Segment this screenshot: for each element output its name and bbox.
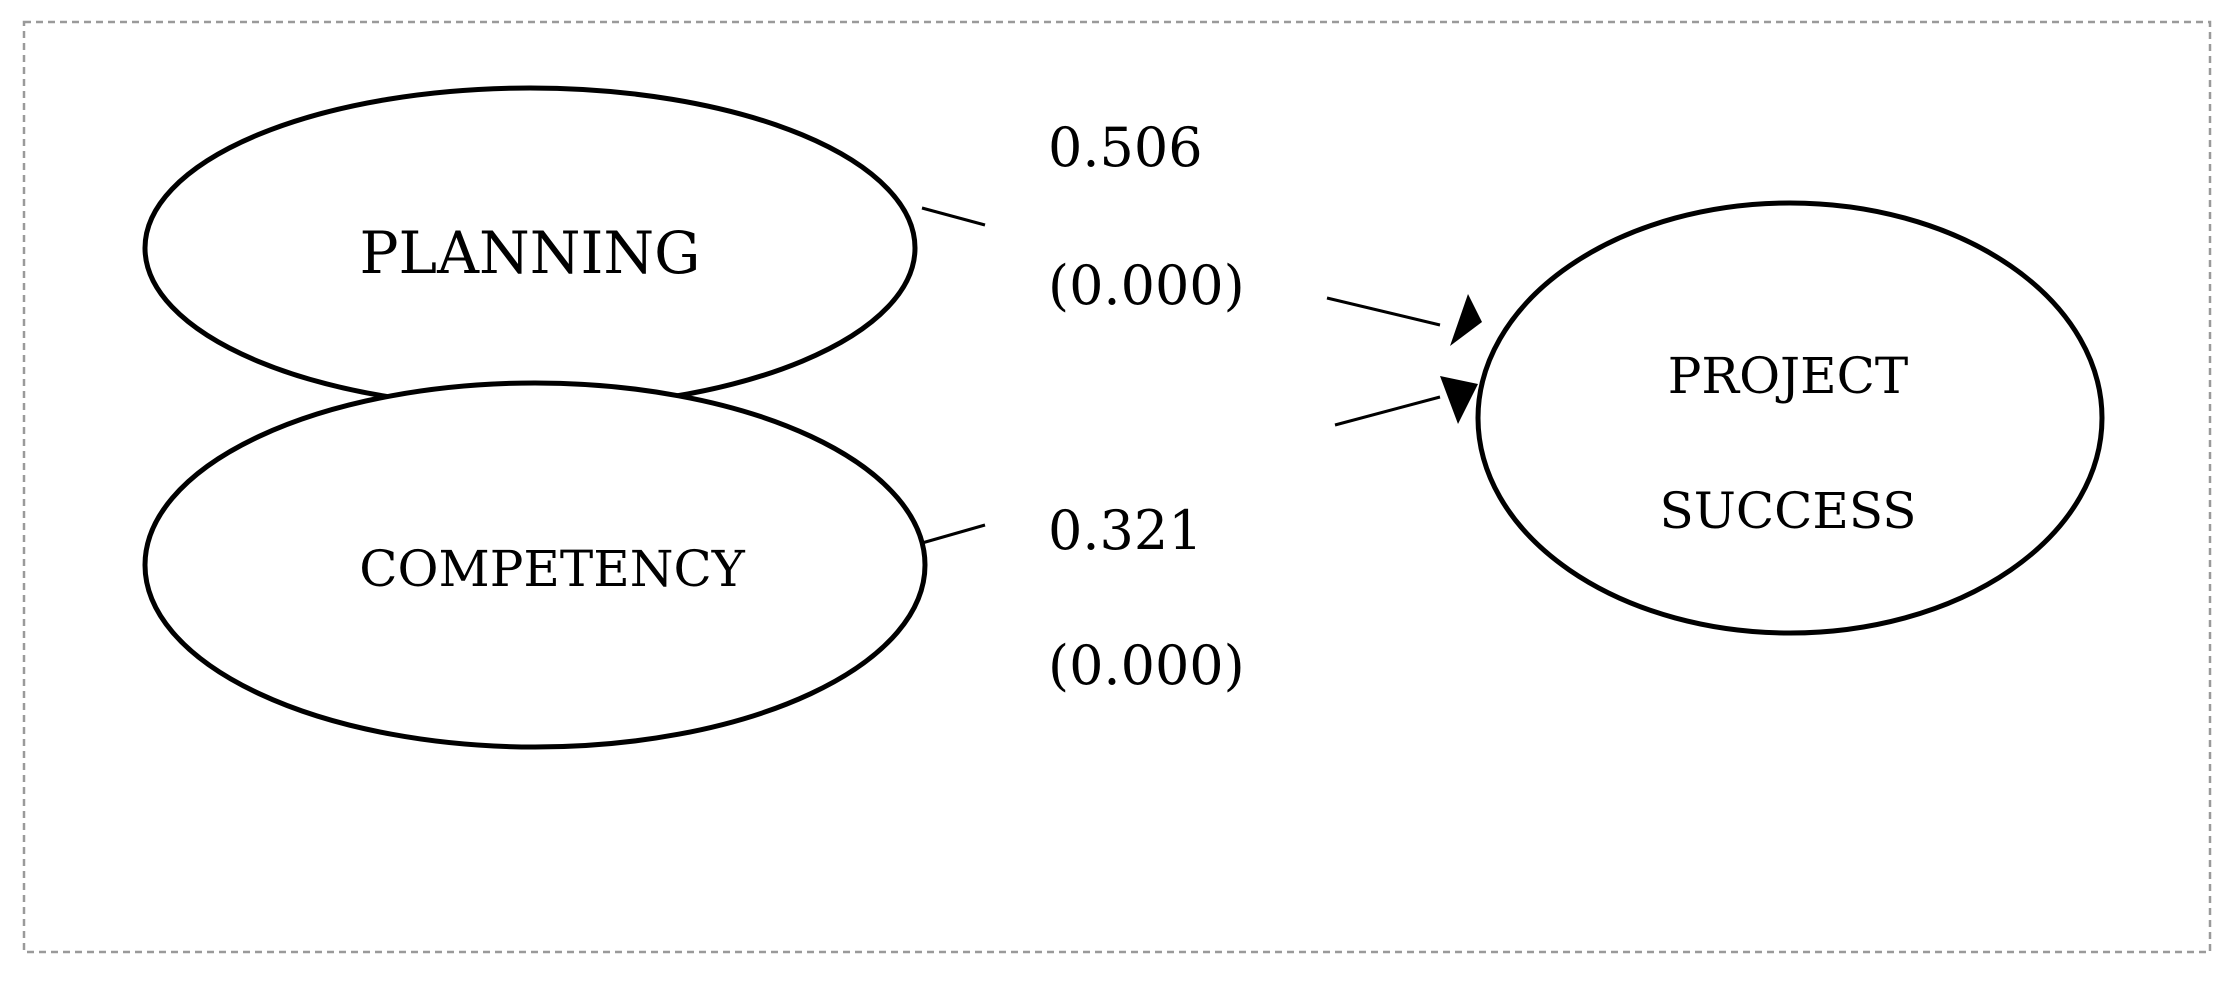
planning-label: PLANNING	[360, 219, 701, 287]
node-planning: PLANNING	[142, 85, 918, 411]
project-success-label-line1: PROJECT	[1668, 347, 1908, 405]
project-success-label-line2: SUCCESS	[1659, 482, 1916, 540]
edge-competency-p-value: (0.000)	[1048, 634, 1245, 697]
edge-planning-tail	[921, 206, 986, 227]
edge-planning-coefficient: 0.506	[1048, 116, 1203, 179]
edge-competency-line	[1334, 395, 1441, 427]
edge-planning-to-success: 0.506 (0.000)	[921, 116, 1482, 346]
competency-ellipse	[142, 380, 928, 750]
edge-competency-arrow-icon	[1440, 376, 1478, 424]
edge-competency-tail	[921, 523, 986, 545]
edge-competency-coefficient: 0.321	[1048, 499, 1203, 562]
edge-competency-to-success: 0.321 (0.000)	[921, 376, 1478, 697]
edge-planning-line	[1326, 296, 1441, 327]
competency-label: COMPETENCY	[359, 540, 745, 598]
node-competency: COMPETENCY	[142, 380, 928, 750]
edge-planning-arrow-icon	[1450, 294, 1482, 346]
edge-planning-p-value: (0.000)	[1048, 254, 1245, 317]
node-project-success: PROJECT SUCCESS	[1475, 200, 2105, 636]
diagram-frame	[22, 20, 2212, 954]
project-success-ellipse	[1475, 200, 2105, 636]
